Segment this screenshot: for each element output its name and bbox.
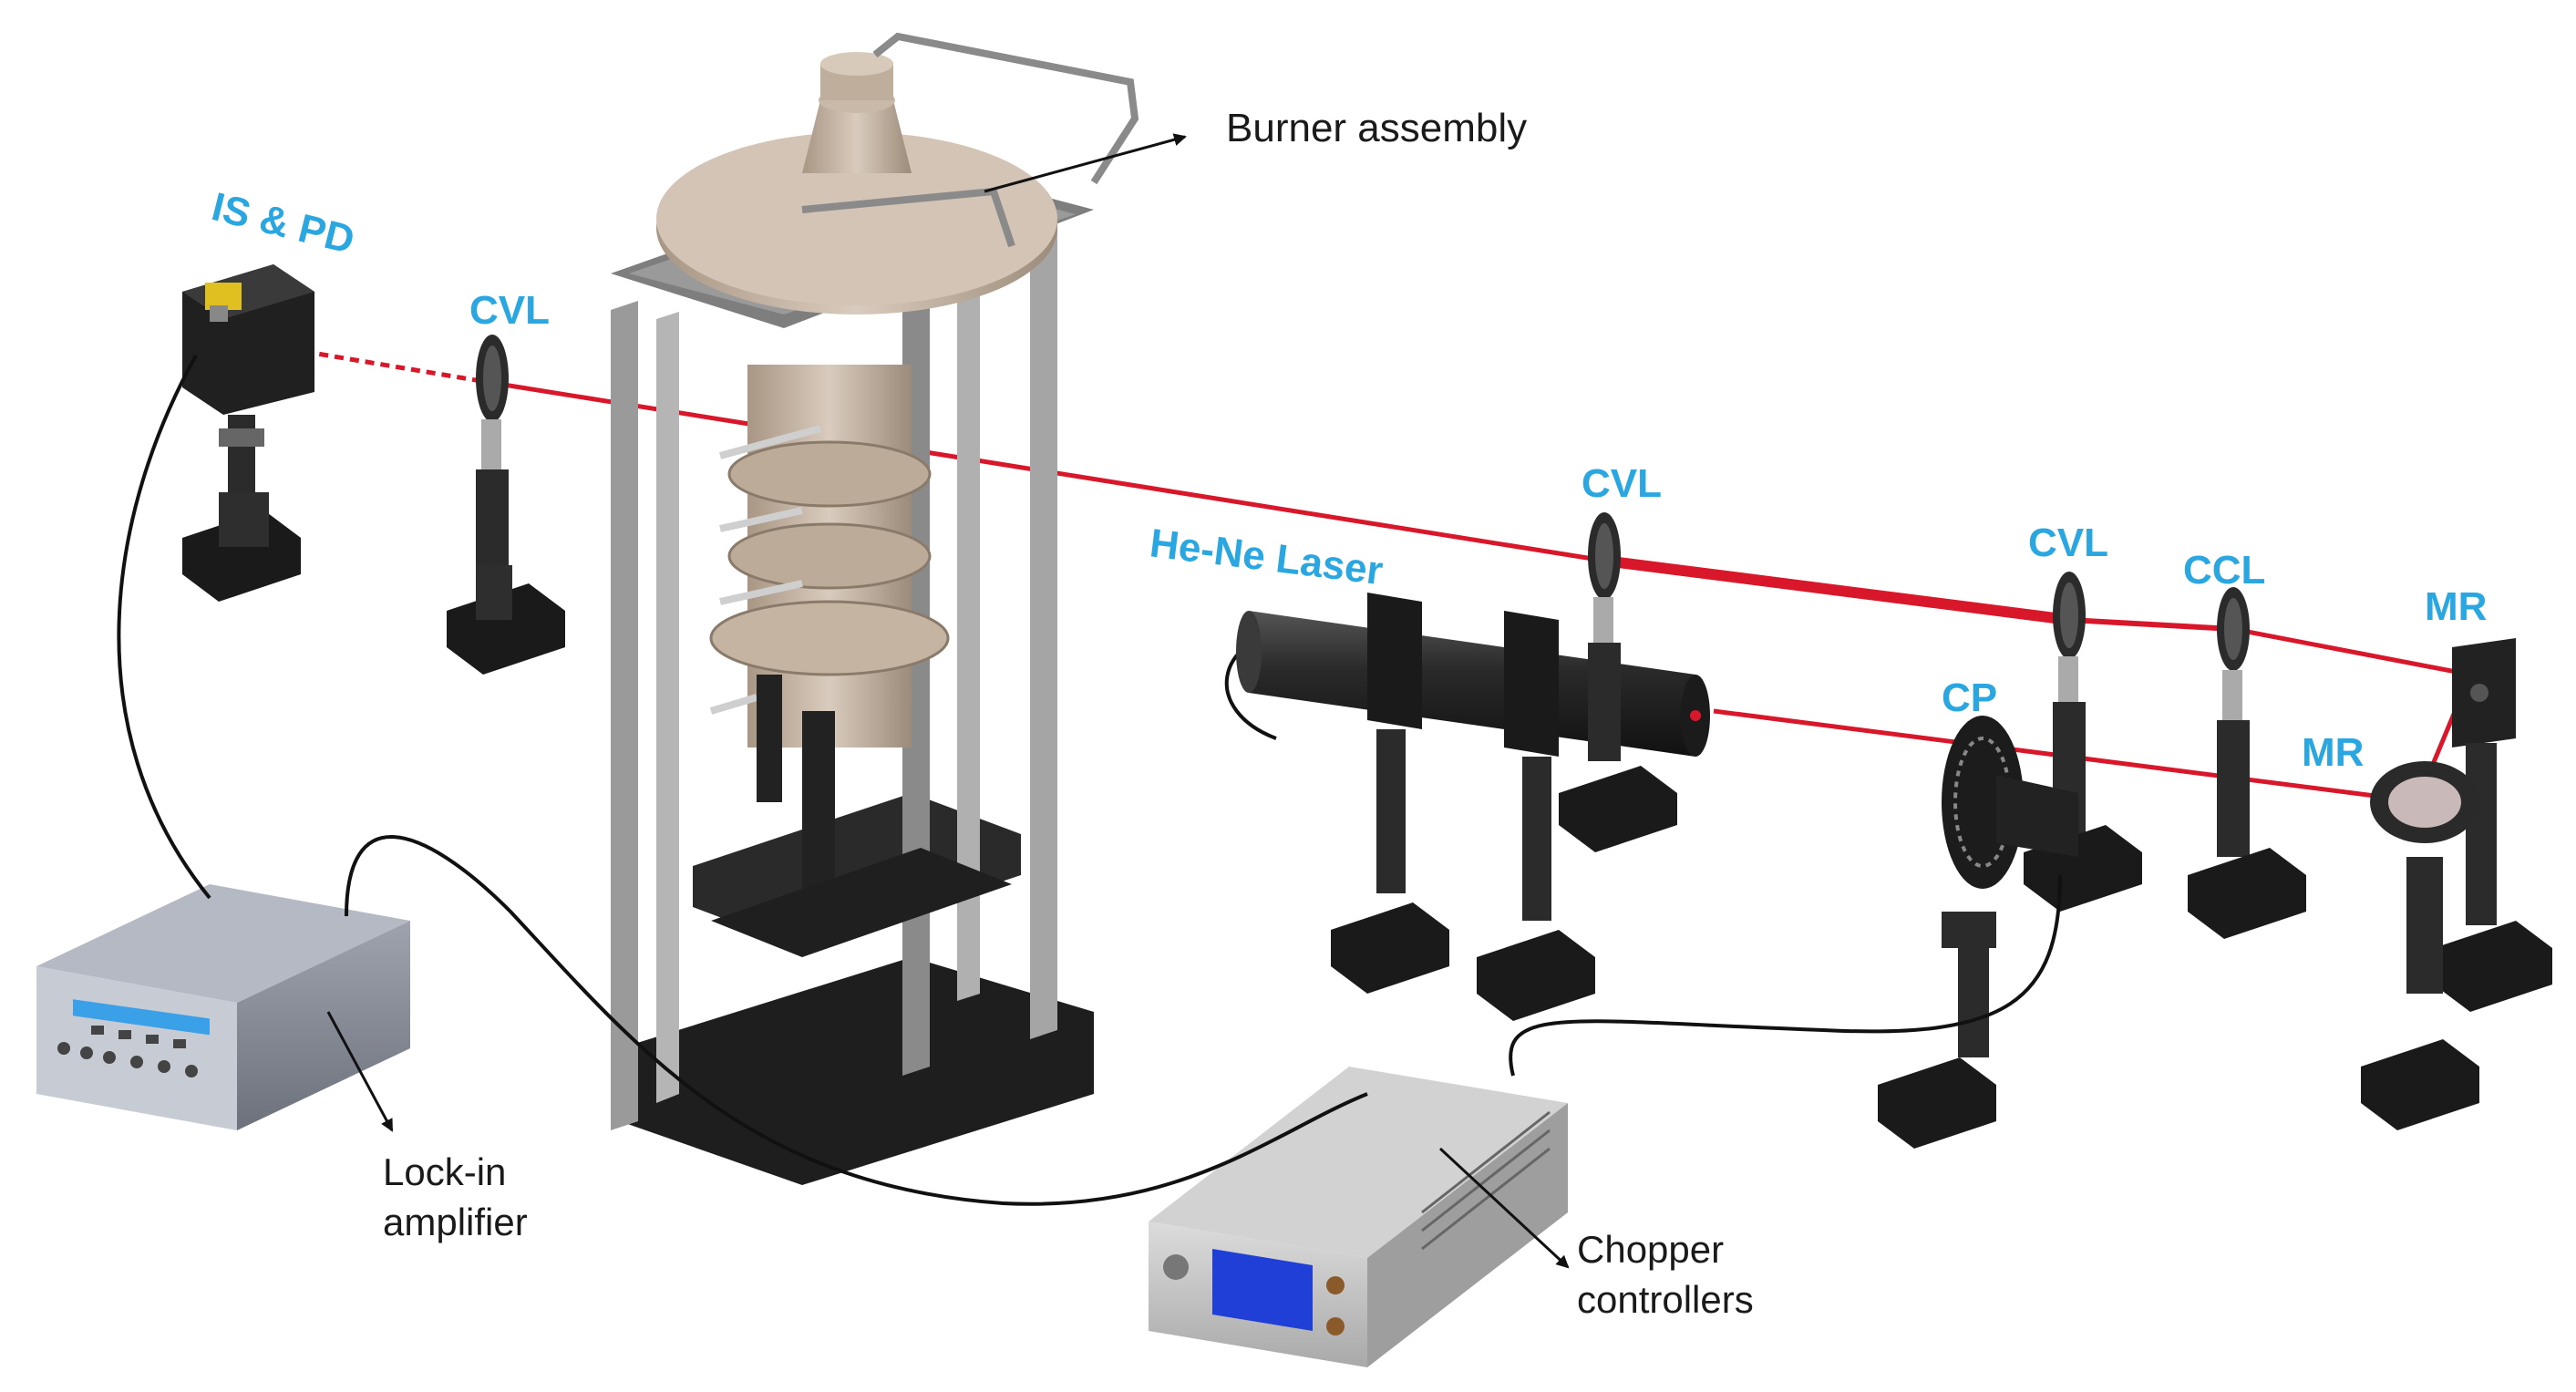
burner-assembly <box>611 32 1139 1185</box>
mirror-mount-top <box>2434 638 2552 1012</box>
label-mr-bottom: MR <box>2302 730 2364 775</box>
label-mr-top: MR <box>2425 584 2487 629</box>
lens-mount-cvl-1 <box>447 335 565 675</box>
label-he-ne-laser: He-Ne Laser <box>1148 521 1386 593</box>
label-cvl-1: CVL <box>469 288 550 333</box>
burner-assembly-arrow <box>984 133 1187 193</box>
label-chopper-line1: Chopper <box>1577 1228 1724 1271</box>
label-cvl-2: CVL <box>1582 461 1662 506</box>
lock-in-amplifier <box>36 884 410 1130</box>
signal-cables <box>117 355 2062 1206</box>
label-ccl: CCL <box>2183 548 2265 593</box>
label-cp: CP <box>1942 675 1997 720</box>
label-is-pd: IS & PD <box>208 184 359 263</box>
label-arrows <box>326 133 1570 1269</box>
lens-mount-cvl-2 <box>1559 512 1677 852</box>
he-ne-laser <box>1224 593 1710 1021</box>
label-chopper-line2: controllers <box>1577 1278 1754 1321</box>
chopper-controller <box>1149 1067 1568 1367</box>
mirror-mount-bottom <box>2361 761 2479 1130</box>
laser-tube-icon <box>1249 611 1695 757</box>
lock-in-amplifier-arrow <box>326 1011 394 1132</box>
label-cvl-3: CVL <box>2028 521 2108 565</box>
optical-chopper <box>1878 716 2078 1149</box>
chopper-controllers-arrow <box>1438 1147 1570 1269</box>
lens-mount-ccl <box>2188 587 2306 939</box>
integrating-sphere-photodiode <box>182 264 314 602</box>
label-burner-assembly: Burner assembly <box>1226 106 1527 150</box>
label-lock-in-line2: amplifier <box>383 1201 528 1243</box>
label-lock-in-line1: Lock-in <box>383 1150 506 1193</box>
